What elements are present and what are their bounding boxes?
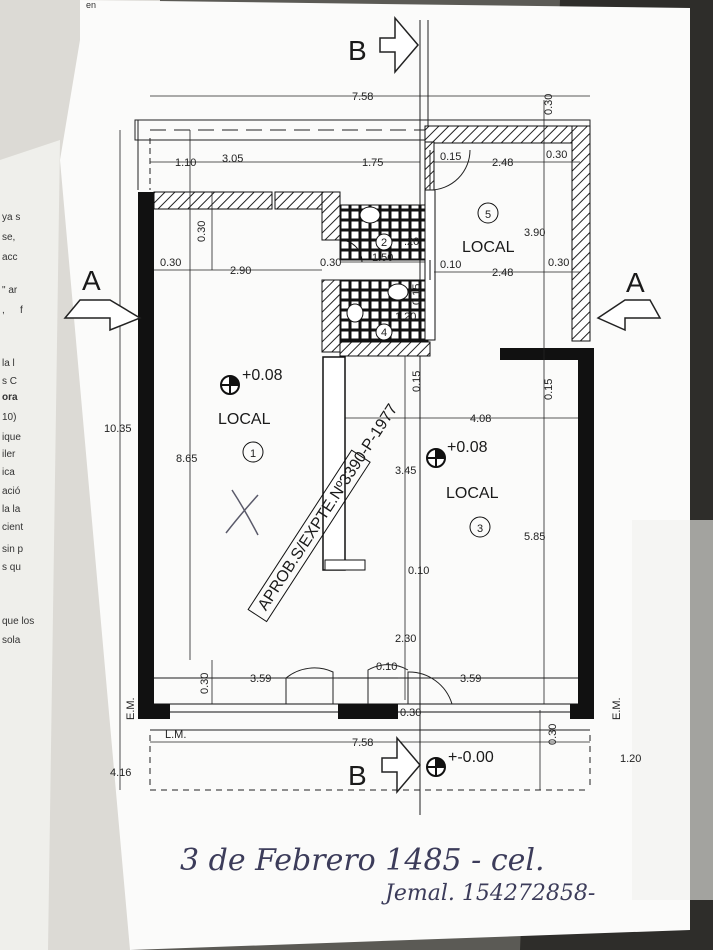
- level-markers: [220, 375, 446, 777]
- dim-015-mid: 0.15: [411, 371, 423, 392]
- dim-290: 2.90: [230, 265, 251, 277]
- dim-030-bottom-left: 0.30: [199, 673, 211, 694]
- room-number-3: 3: [477, 523, 483, 535]
- dim-030-left-v: 0.30: [196, 221, 208, 242]
- dim-585: 5.85: [524, 531, 545, 543]
- svg-text:" ar: " ar: [2, 285, 18, 296]
- svg-text:sin p: sin p: [2, 544, 24, 555]
- dim-030-bottom-right: 0.30: [547, 724, 559, 745]
- dim-020: .20: [404, 236, 419, 248]
- svg-text:la la: la la: [2, 504, 21, 515]
- svg-text:la l: la l: [2, 358, 15, 369]
- dim-120-bath: 1.20: [395, 311, 416, 323]
- label-lm: L.M.: [165, 729, 186, 741]
- dim-010-b: 0.10: [408, 565, 429, 577]
- svg-text:acc: acc: [2, 252, 18, 263]
- svg-text:s qu: s qu: [2, 562, 21, 573]
- svg-text:que los: que los: [2, 616, 34, 627]
- dim-030-r5: 0.30: [546, 149, 567, 161]
- dim-248-a: 2.48: [492, 157, 513, 169]
- level-room-3: +0.08: [447, 439, 488, 456]
- dim-030-h-left: 0.30: [160, 257, 181, 269]
- dim-030-top-right: 0.30: [543, 94, 555, 115]
- dim-175: 1.75: [362, 157, 383, 169]
- dim-390: 3.90: [524, 227, 545, 239]
- dimension-lines: [119, 95, 590, 790]
- room-number-5: 5: [485, 209, 491, 221]
- svg-text:ya s: ya s: [2, 212, 20, 223]
- dim-110: 1.10: [175, 157, 196, 169]
- dim-010-a: 0.10: [440, 259, 461, 271]
- dimension-texts: 7.58 0.30 1.10 3.05 1.75 0.15 0.30 2.48 …: [104, 91, 641, 779]
- dim-top-total: 7.58: [352, 91, 373, 103]
- handwritten-address: 3 de Febrero 1485 - cel.: [180, 843, 545, 878]
- dim-416: 4.16: [110, 767, 131, 779]
- handwritten-phone: Jemal. 154272858-: [381, 881, 595, 906]
- svg-text:sola: sola: [2, 635, 21, 646]
- room-number-1: 1: [250, 448, 256, 460]
- section-arrow-right: [596, 299, 662, 332]
- top-fragment: en: [86, 0, 96, 10]
- dim-010-c: 0.10: [376, 661, 397, 673]
- svg-text:ica: ica: [2, 467, 15, 478]
- section-label-b-bottom: B: [348, 760, 367, 791]
- main-sheet: [60, 0, 690, 950]
- dim-248-b: 2.48: [492, 267, 513, 279]
- label-em-right: E.M.: [611, 697, 623, 720]
- outline-lines: [134, 20, 591, 815]
- dim-359-right: 3.59: [460, 673, 481, 685]
- svg-text:s C: s C: [2, 376, 17, 387]
- dim-1035: 10.35: [104, 423, 132, 435]
- dim-bottom-total: 7.58: [352, 737, 373, 749]
- dim-030-bottom-center: 0.30: [400, 707, 421, 719]
- svg-text:ació: ació: [2, 486, 21, 497]
- section-arrow-top: [379, 15, 419, 75]
- svg-text:cient: cient: [2, 522, 23, 533]
- level-room-1: +0.08: [242, 367, 283, 384]
- svg-text:f: f: [20, 305, 23, 316]
- dim-030-mid: 0.30: [320, 257, 341, 269]
- handwritten-cross-mark: [225, 489, 259, 536]
- section-label-a-left: A: [82, 265, 101, 296]
- level-exterior: +-0.00: [448, 749, 494, 766]
- room-name-3: LOCAL: [446, 485, 499, 502]
- svg-text:iler: iler: [2, 449, 16, 460]
- dim-015-top: 0.15: [440, 151, 461, 163]
- left-page-text: ya s se, acc " ar , f la l s C ora 10) i…: [2, 212, 34, 646]
- svg-text:,: ,: [2, 305, 5, 316]
- section-arrow-left: [63, 299, 142, 332]
- dim-030-r5b: 0.30: [548, 257, 569, 269]
- section-label-b-top: B: [348, 35, 367, 66]
- room-number-2: 2: [381, 237, 387, 249]
- dim-015-bath: 0.15: [411, 284, 423, 305]
- dim-305: 3.05: [222, 153, 243, 165]
- room-name-1: LOCAL: [218, 411, 271, 428]
- label-em-left: E.M.: [125, 697, 137, 720]
- dim-150: 1.50: [372, 252, 393, 264]
- dim-015-right: 0.15: [543, 379, 555, 400]
- doors: [285, 149, 471, 705]
- svg-text:se,: se,: [2, 232, 15, 243]
- dim-345: 3.45: [395, 465, 416, 477]
- dim-865: 8.65: [176, 453, 197, 465]
- section-label-a-right: A: [626, 267, 645, 298]
- svg-text:ora: ora: [2, 392, 18, 403]
- svg-text:10): 10): [2, 412, 16, 423]
- dim-359-left: 3.59: [250, 673, 271, 685]
- room-number-4: 4: [381, 327, 387, 339]
- room-name-5: LOCAL: [462, 239, 515, 256]
- walls: [138, 125, 594, 719]
- dim-230: 2.30: [395, 633, 416, 645]
- dim-120-exterior: 1.20: [620, 753, 641, 765]
- bathrooms: 2 4: [339, 189, 436, 343]
- section-markers: [63, 15, 662, 795]
- dim-408: 4.08: [470, 413, 491, 425]
- svg-text:ique: ique: [2, 432, 21, 443]
- section-arrow-bottom: [381, 735, 421, 795]
